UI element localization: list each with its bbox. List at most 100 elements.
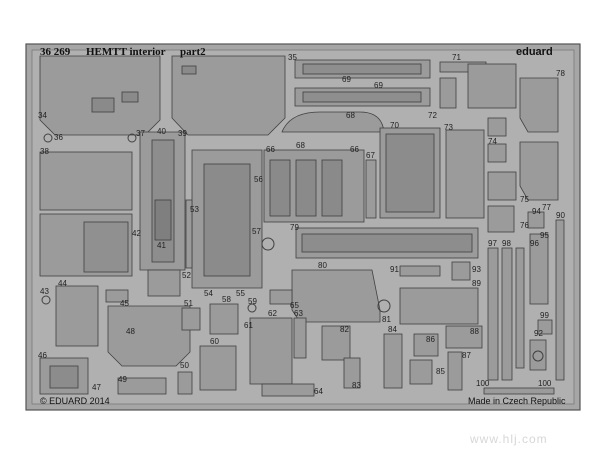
part-51	[181, 307, 201, 331]
part-label-88: 88	[470, 327, 479, 336]
part-37	[127, 133, 137, 143]
part-label-98: 98	[502, 239, 511, 248]
part-36	[43, 133, 53, 143]
part-52	[147, 269, 181, 297]
part-label-60: 60	[210, 337, 219, 346]
part-label-66a: 66	[266, 145, 275, 154]
part-66-b	[295, 159, 317, 217]
part-44	[55, 285, 99, 347]
part-92	[529, 339, 547, 371]
part-label-61: 61	[244, 321, 253, 330]
part-label-47: 47	[92, 383, 101, 392]
part-77	[519, 141, 559, 201]
part-100	[483, 387, 555, 395]
part-80	[291, 269, 381, 323]
part-label-55: 55	[236, 289, 245, 298]
part-64	[261, 383, 315, 397]
part-label-75: 75	[520, 195, 529, 204]
part-label-54: 54	[204, 289, 213, 298]
part-label-49: 49	[118, 375, 127, 384]
part-label-58: 58	[222, 295, 231, 304]
fret-code: 36 269	[40, 46, 71, 58]
part-label-50: 50	[180, 361, 189, 370]
part-99	[537, 319, 553, 335]
part-label-69b: 69	[374, 81, 383, 90]
part-label-44: 44	[58, 279, 67, 288]
part-label-99: 99	[540, 311, 549, 320]
part-83	[343, 357, 361, 389]
part-label-85: 85	[436, 367, 445, 376]
part-57	[261, 237, 275, 251]
part-label-65: 65	[290, 301, 299, 310]
part-88	[445, 325, 483, 349]
part-65	[269, 289, 293, 305]
part-74-b	[487, 143, 507, 163]
part-35-panel	[171, 55, 286, 136]
part-label-52: 52	[182, 271, 191, 280]
part-89	[399, 287, 479, 325]
part-60	[199, 345, 237, 391]
part-label-62: 62	[268, 309, 277, 318]
part-66-a	[269, 159, 291, 217]
part-81	[377, 299, 391, 313]
part-label-68b: 68	[346, 111, 355, 120]
part-86	[413, 333, 439, 357]
part-72	[439, 77, 457, 109]
part-label-59: 59	[248, 297, 257, 306]
part-label-78: 78	[556, 69, 565, 78]
fret-part: part2	[180, 46, 206, 58]
part-label-96: 96	[530, 239, 539, 248]
part-69-rail-b-in	[302, 91, 422, 103]
part-label-68a: 68	[296, 141, 305, 150]
part-label-80: 80	[318, 261, 327, 270]
part-34-detail	[91, 97, 115, 113]
part-label-100a: 100	[476, 379, 490, 388]
part-label-64: 64	[314, 387, 323, 396]
part-label-43: 43	[40, 287, 49, 296]
part-label-83: 83	[352, 381, 361, 390]
part-label-95: 95	[540, 231, 549, 240]
part-67	[365, 159, 377, 219]
part-label-94: 94	[532, 207, 541, 216]
part-label-89: 89	[472, 279, 481, 288]
part-34-panel	[39, 55, 161, 136]
part-38-panel	[39, 151, 133, 211]
part-46-in	[49, 365, 79, 389]
fret-title: HEMTT interior	[86, 46, 166, 58]
part-90	[555, 219, 565, 381]
origin-text: Made in Czech Republic	[468, 396, 566, 406]
part-41-bar	[154, 199, 172, 241]
part-96	[515, 247, 525, 369]
part-label-86: 86	[426, 335, 435, 344]
part-label-97: 97	[488, 239, 497, 248]
brand-logo: eduard	[516, 46, 553, 58]
part-35-detail	[181, 65, 197, 75]
part-92-ring	[532, 350, 544, 362]
part-label-81: 81	[382, 315, 391, 324]
part-label-77: 77	[542, 203, 551, 212]
part-label-90: 90	[556, 211, 565, 220]
part-85	[409, 359, 433, 385]
part-94	[527, 211, 545, 229]
part-70-in	[385, 133, 435, 213]
part-label-35: 35	[288, 53, 297, 62]
part-label-82: 82	[340, 325, 349, 334]
part-75	[487, 171, 517, 201]
part-label-79: 79	[290, 223, 299, 232]
part-50	[177, 371, 193, 395]
part-label-71: 71	[452, 53, 461, 62]
part-71-box	[467, 63, 517, 109]
part-68-handle	[281, 111, 385, 133]
part-label-40: 40	[157, 127, 166, 136]
part-label-41: 41	[157, 241, 166, 250]
part-74	[487, 117, 507, 137]
part-76	[487, 205, 515, 233]
part-label-69a: 69	[342, 75, 351, 84]
part-label-72: 72	[428, 111, 437, 120]
part-97	[487, 247, 499, 381]
part-38-lower-split	[83, 221, 129, 273]
part-93	[451, 261, 471, 281]
part-label-92: 92	[534, 329, 543, 338]
part-label-70: 70	[390, 121, 399, 130]
